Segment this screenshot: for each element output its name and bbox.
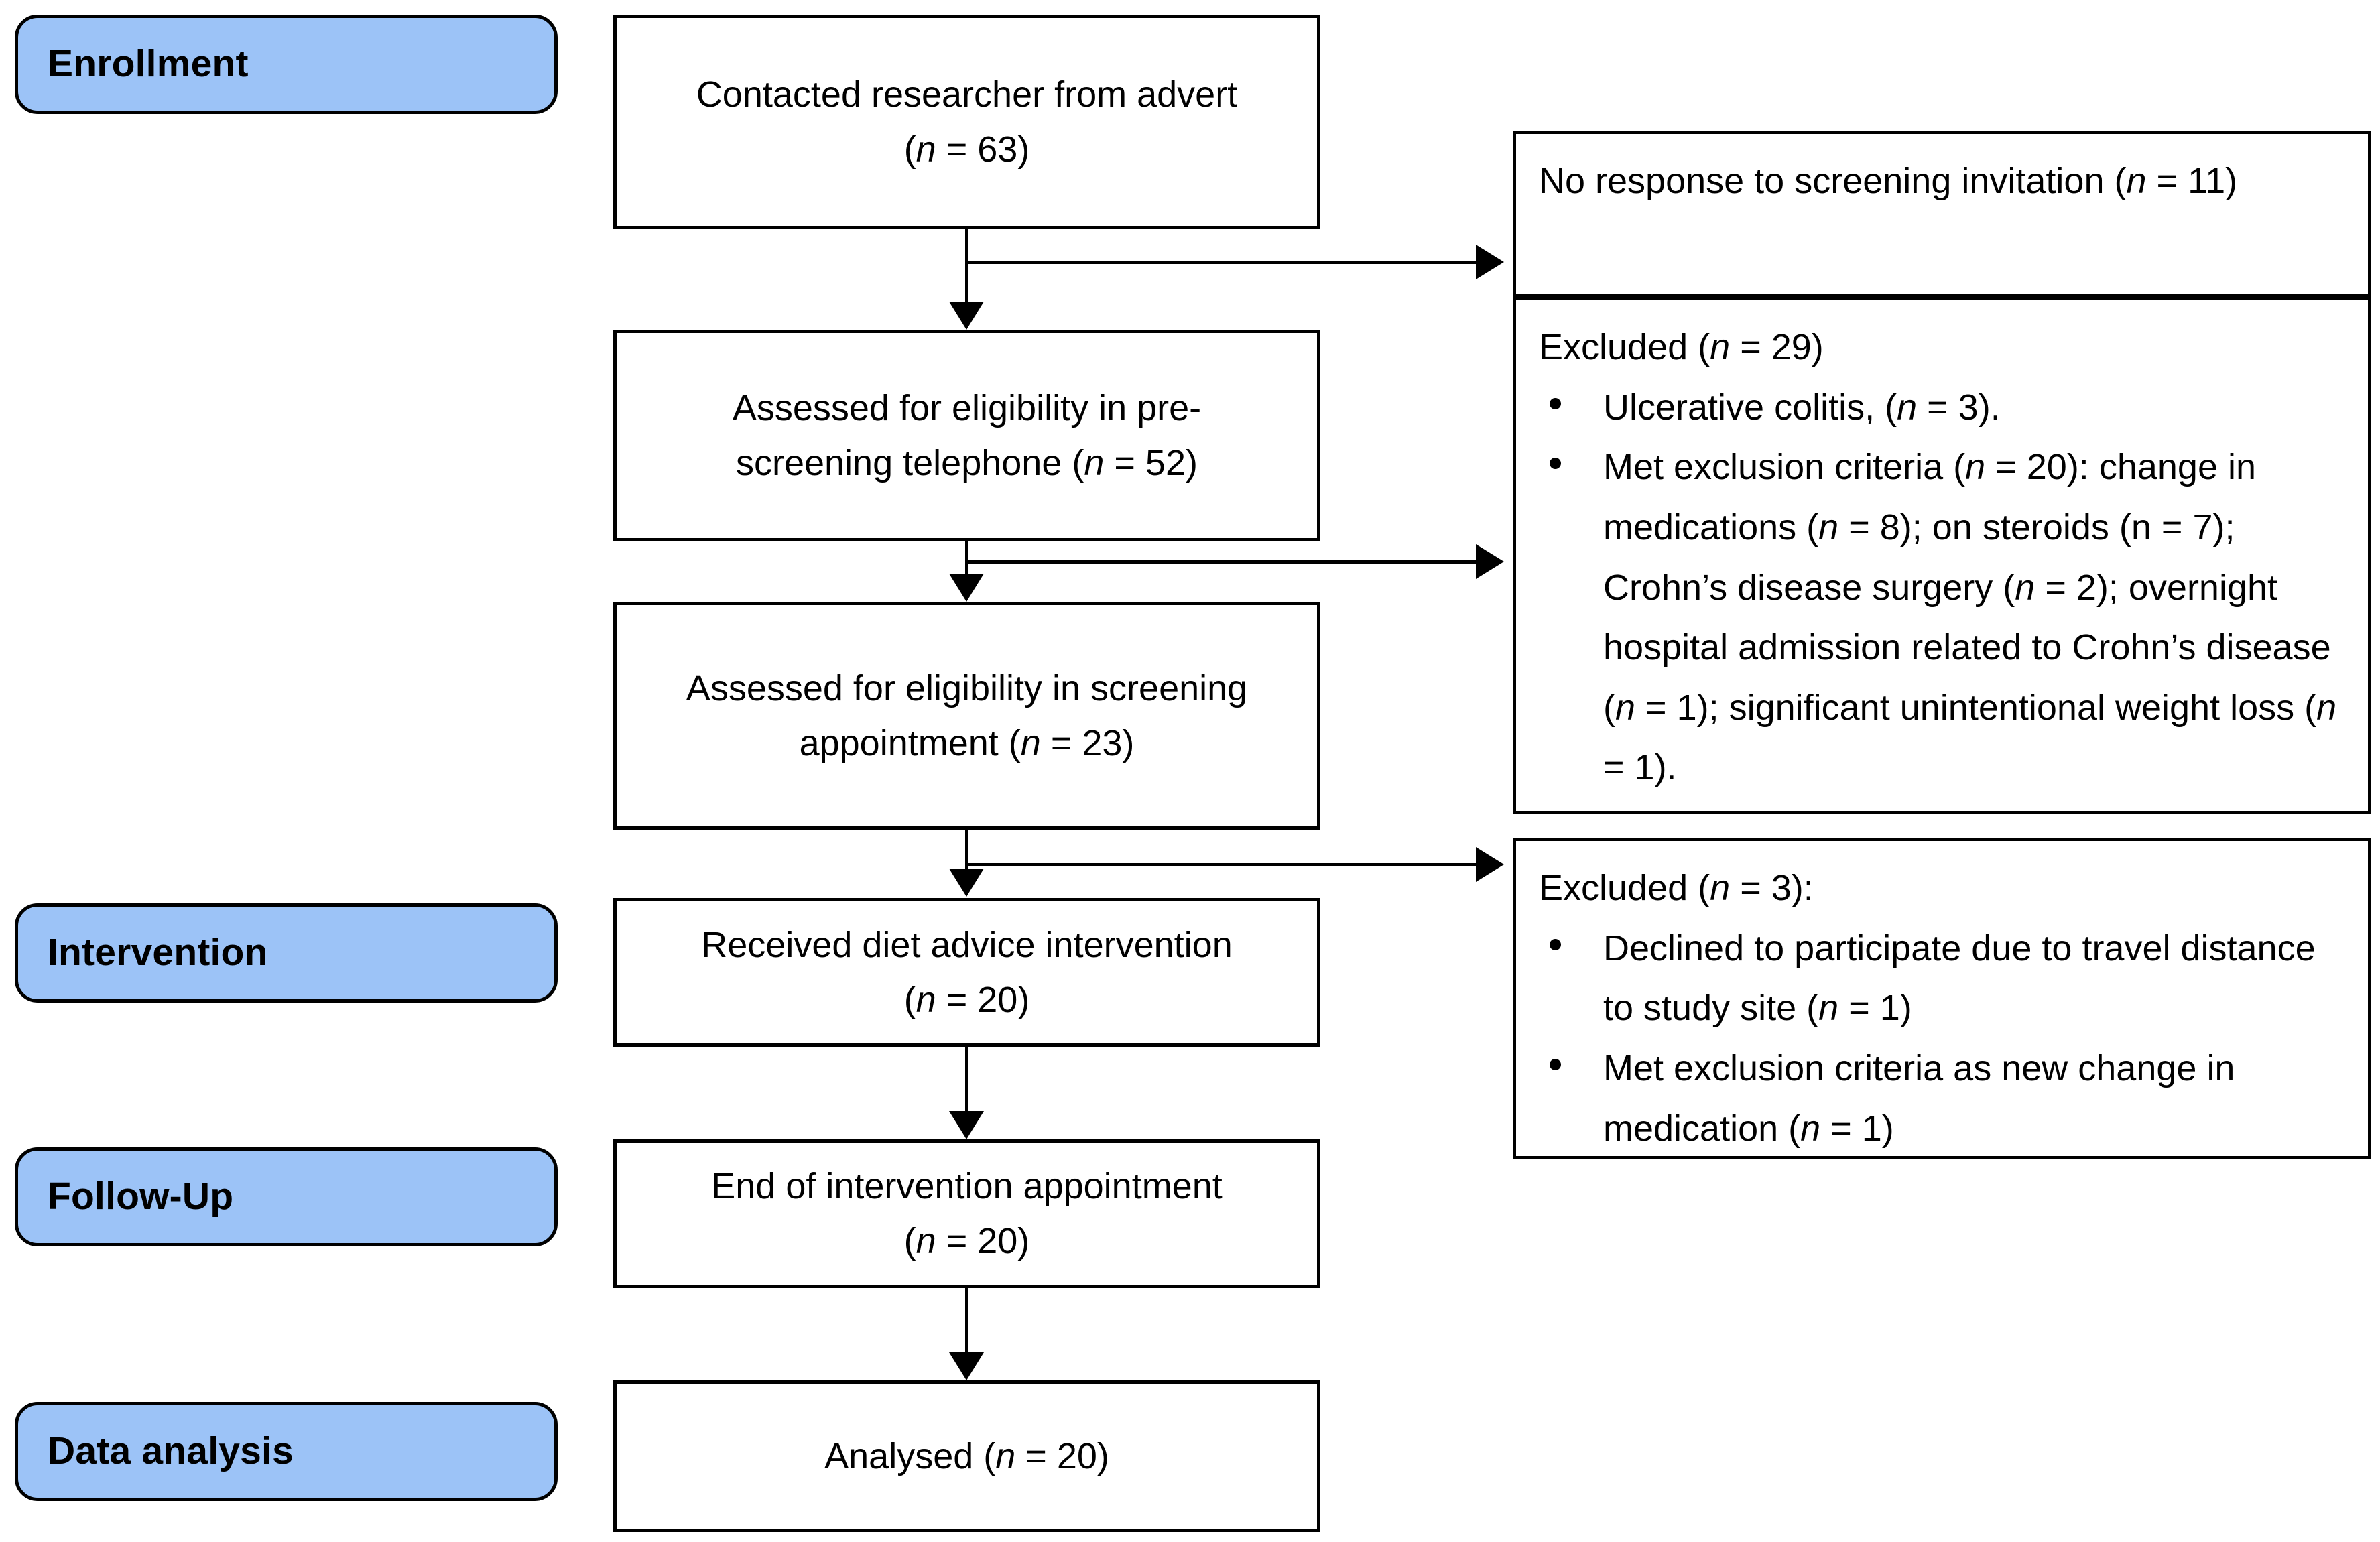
arrow-right-3 bbox=[1476, 847, 1504, 882]
n-symbol: n bbox=[2126, 161, 2147, 201]
connector-stem-3 bbox=[965, 830, 968, 871]
flow-line-2-suffix: = 63) bbox=[936, 129, 1030, 170]
connector-stem-5 bbox=[965, 1288, 968, 1358]
exclusion-head-after: = 11) bbox=[2146, 161, 2238, 201]
list-item: Declined to participate due to travel di… bbox=[1539, 919, 2348, 1039]
stage-label-data-analysis: Data analysis bbox=[48, 1429, 294, 1473]
exclusion-heading: No response to screening invitation (n =… bbox=[1539, 151, 2348, 212]
flow-line-2-suffix: = 52) bbox=[1104, 443, 1198, 483]
arrow-down-3 bbox=[949, 869, 984, 897]
flow-box-text: End of intervention appointment (n = 20) bbox=[694, 1159, 1240, 1269]
flow-line-2-suffix: = 20) bbox=[1015, 1435, 1109, 1476]
list-item-text: Ulcerative colitis, (n = 3). bbox=[1603, 387, 2001, 428]
list-item: Ulcerative colitis, (n = 3). bbox=[1539, 378, 2348, 438]
exclusion-head-after: = 3): bbox=[1730, 868, 1814, 908]
flow-line-1: Assessed for eligibility in pre- bbox=[732, 387, 1202, 428]
flow-line-2-suffix: = 20) bbox=[936, 1221, 1030, 1261]
connector-stem-1 bbox=[965, 229, 968, 303]
stage-label-enrollment: Enrollment bbox=[48, 42, 249, 86]
exclusion-head-after: = 29) bbox=[1730, 327, 1824, 367]
flow-box-pre-screening-telephone: Assessed for eligibility in pre- screeni… bbox=[613, 330, 1320, 541]
flow-line-2-prefix: ( bbox=[903, 129, 916, 170]
flow-line-1: Analysed ( bbox=[824, 1435, 996, 1476]
flow-box-text: Assessed for eligibility in screening ap… bbox=[669, 661, 1265, 771]
connector-branch-2 bbox=[965, 560, 1476, 564]
exclusion-box-excluded-3: Excluded (n = 3): Declined to participat… bbox=[1513, 838, 2371, 1159]
n-symbol: n bbox=[1084, 443, 1105, 483]
flow-box-text: Contacted researcher from advert (n = 63… bbox=[679, 67, 1255, 177]
flow-line-1: Received diet advice intervention bbox=[701, 924, 1233, 965]
exclusion-reason-list: Ulcerative colitis, (n = 3). Met exclusi… bbox=[1539, 378, 2348, 798]
arrow-down-5 bbox=[949, 1352, 984, 1380]
exclusion-head-before: Excluded ( bbox=[1539, 327, 1710, 367]
flow-line-1: Contacted researcher from advert bbox=[696, 74, 1238, 115]
stage-pill-data-analysis: Data analysis bbox=[15, 1402, 558, 1501]
stage-label-follow-up: Follow-Up bbox=[48, 1175, 234, 1218]
flow-box-text: Analysed (n = 20) bbox=[807, 1429, 1127, 1484]
flow-line-1: Assessed for eligibility in screening bbox=[686, 667, 1248, 708]
connector-branch-1 bbox=[965, 261, 1476, 264]
exclusion-heading: Excluded (n = 29) bbox=[1539, 318, 2348, 378]
exclusion-reason-list: Declined to participate due to travel di… bbox=[1539, 919, 2348, 1159]
flow-line-2-suffix: = 20) bbox=[936, 980, 1030, 1020]
arrow-right-2 bbox=[1476, 544, 1504, 579]
flow-box-text: Assessed for eligibility in pre- screeni… bbox=[715, 381, 1218, 491]
n-symbol: n bbox=[1710, 327, 1731, 367]
n-symbol: n bbox=[1020, 723, 1041, 763]
arrow-right-1 bbox=[1476, 245, 1504, 279]
exclusion-head-before: Excluded ( bbox=[1539, 868, 1710, 908]
n-symbol: n bbox=[1710, 868, 1731, 908]
connector-stem-2 bbox=[965, 541, 968, 576]
flow-line-2-prefix: screening telephone ( bbox=[735, 443, 1084, 483]
list-item: Met exclusion criteria as new change in … bbox=[1539, 1039, 2348, 1159]
list-item-text: Met exclusion criteria (n = 20): change … bbox=[1603, 447, 2337, 788]
list-item-text: Met exclusion criteria as new change in … bbox=[1603, 1047, 2235, 1149]
flow-line-2-prefix: ( bbox=[903, 1221, 916, 1261]
flow-box-received-intervention: Received diet advice intervention (n = 2… bbox=[613, 898, 1320, 1047]
flow-box-end-of-intervention: End of intervention appointment (n = 20) bbox=[613, 1139, 1320, 1288]
bullet-icon bbox=[1550, 1058, 1561, 1070]
arrow-down-4 bbox=[949, 1111, 984, 1139]
connector-branch-3 bbox=[965, 863, 1476, 866]
flow-line-2-suffix: = 23) bbox=[1040, 723, 1135, 763]
stage-label-intervention: Intervention bbox=[48, 931, 268, 974]
bullet-icon bbox=[1550, 458, 1561, 470]
exclusion-box-no-response: No response to screening invitation (n =… bbox=[1513, 131, 2371, 297]
stage-pill-intervention: Intervention bbox=[15, 903, 558, 1003]
flow-box-contacted-researcher: Contacted researcher from advert (n = 63… bbox=[613, 15, 1320, 229]
bullet-icon bbox=[1550, 397, 1561, 409]
n-symbol: n bbox=[916, 129, 936, 170]
stage-pill-follow-up: Follow-Up bbox=[15, 1147, 558, 1246]
flow-box-screening-appointment: Assessed for eligibility in screening ap… bbox=[613, 602, 1320, 830]
list-item: Met exclusion criteria (n = 20): change … bbox=[1539, 438, 2348, 798]
arrow-down-2 bbox=[949, 574, 984, 602]
connector-stem-4 bbox=[965, 1047, 968, 1116]
flow-line-2-prefix: appointment ( bbox=[799, 723, 1021, 763]
exclusion-box-excluded-29: Excluded (n = 29) Ulcerative colitis, (n… bbox=[1513, 297, 2371, 814]
stage-pill-enrollment: Enrollment bbox=[15, 15, 558, 114]
n-symbol: n bbox=[916, 980, 936, 1020]
exclusion-head-before: No response to screening invitation ( bbox=[1539, 161, 2127, 201]
bullet-icon bbox=[1550, 938, 1561, 950]
n-symbol: n bbox=[916, 1221, 936, 1261]
arrow-down-1 bbox=[949, 302, 984, 330]
flow-line-2-prefix: ( bbox=[903, 980, 916, 1020]
flow-line-1: End of intervention appointment bbox=[711, 1165, 1223, 1206]
flow-box-analysed: Analysed (n = 20) bbox=[613, 1380, 1320, 1532]
flow-box-text: Received diet advice intervention (n = 2… bbox=[684, 917, 1249, 1027]
n-symbol: n bbox=[995, 1435, 1016, 1476]
exclusion-heading: Excluded (n = 3): bbox=[1539, 858, 2348, 919]
list-item-text: Declined to participate due to travel di… bbox=[1603, 927, 2316, 1029]
